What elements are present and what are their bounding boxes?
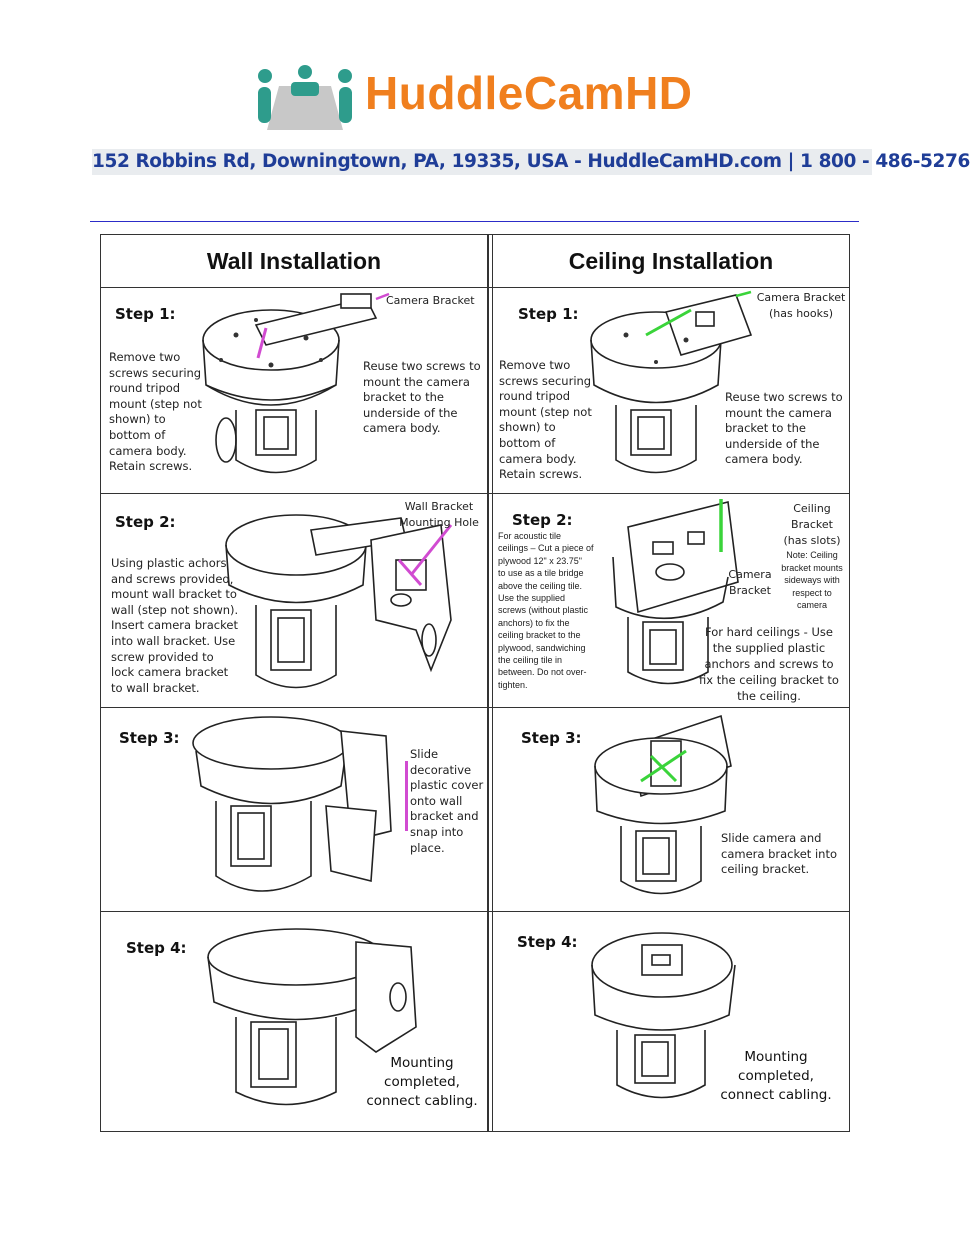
wall-step3-text: Slide decorative plastic cover onto wall…: [410, 747, 484, 855]
ceiling-step1-callout: Camera Bracket (has hooks): [756, 291, 846, 320]
wall-step1-camera-illustration: [202, 292, 390, 474]
huddlecam-logo: [245, 60, 725, 140]
ceiling-step2-note: Note: Ceiling bracket mounts sideways wi…: [781, 550, 843, 611]
ceiling-step1-camera-illustration: [590, 290, 753, 474]
header-rule: [90, 221, 859, 222]
column-divider: [487, 235, 489, 1131]
ceiling-step3-text: Slide camera and camera bracket into cei…: [721, 831, 837, 877]
wall-step2-text: Using plastic achors and screws provided…: [111, 556, 239, 695]
ceiling-step2-camera-callout: Camera Bracket: [728, 568, 772, 597]
wall-step1-label: Step 1:: [115, 305, 176, 323]
row-divider: [101, 287, 849, 288]
ceiling-step4-text: Mounting completed, connect cabling.: [720, 1049, 832, 1103]
ceiling-step2-bracket-callout: Ceiling Bracket (has slots): [783, 502, 841, 547]
ceiling-step1-right-text: Reuse two screws to mount the camera bra…: [725, 390, 843, 467]
wall-step3-label: Step 3:: [119, 729, 180, 747]
wall-step4-label: Step 4:: [126, 939, 187, 957]
wall-step1-callout: Camera Bracket: [386, 294, 475, 307]
logo-people-icon: [258, 65, 352, 130]
wall-step3-camera-illustration: [192, 716, 392, 892]
ceiling-step4-label: Step 4:: [517, 933, 578, 951]
wall-step1-right-text: Reuse two screws to mount the camera bra…: [363, 359, 481, 436]
wall-step1-left-text: Remove two screws securing round tripod …: [109, 350, 202, 474]
brand-name: HuddleCamHD: [365, 67, 693, 119]
ceiling-step1-label: Step 1:: [518, 305, 579, 323]
wall-step4-camera-illustration: [207, 928, 417, 1106]
row-divider: [101, 493, 849, 494]
ceiling-step3-label: Step 3:: [521, 729, 582, 747]
ceiling-step3-camera-illustration: [594, 714, 732, 895]
wall-step2-label: Step 2:: [115, 513, 176, 531]
ceiling-step2-hard-text: For hard ceilings - Use the supplied pla…: [699, 625, 839, 703]
row-divider: [101, 911, 849, 912]
column-divider-inner: [492, 235, 493, 1131]
wall-step3-pointer: [405, 761, 408, 831]
ceiling-step1-left-text: Remove two screws securing round tripod …: [499, 358, 592, 482]
ceiling-step4-camera-illustration: [591, 932, 736, 1099]
installation-table: Wall Installation Ceiling Installation S…: [100, 234, 850, 1132]
wall-step2-callout: Wall Bracket Mounting Hole: [399, 500, 479, 529]
ceiling-step2-label: Step 2:: [512, 511, 573, 529]
wall-step2-camera-illustration: [225, 514, 453, 689]
company-address: 152 Robbins Rd, Downingtown, PA, 19335, …: [92, 149, 970, 175]
wall-heading: Wall Installation: [206, 248, 382, 274]
ceiling-step2-camera-illustration: [612, 499, 739, 685]
ceiling-heading: Ceiling Installation: [568, 248, 774, 274]
wall-step4-text: Mounting completed, connect cabling.: [366, 1055, 478, 1109]
ceiling-step2-acoustic-text: For acoustic tile ceilings – Cut a piece…: [498, 531, 594, 690]
row-divider: [101, 707, 849, 708]
